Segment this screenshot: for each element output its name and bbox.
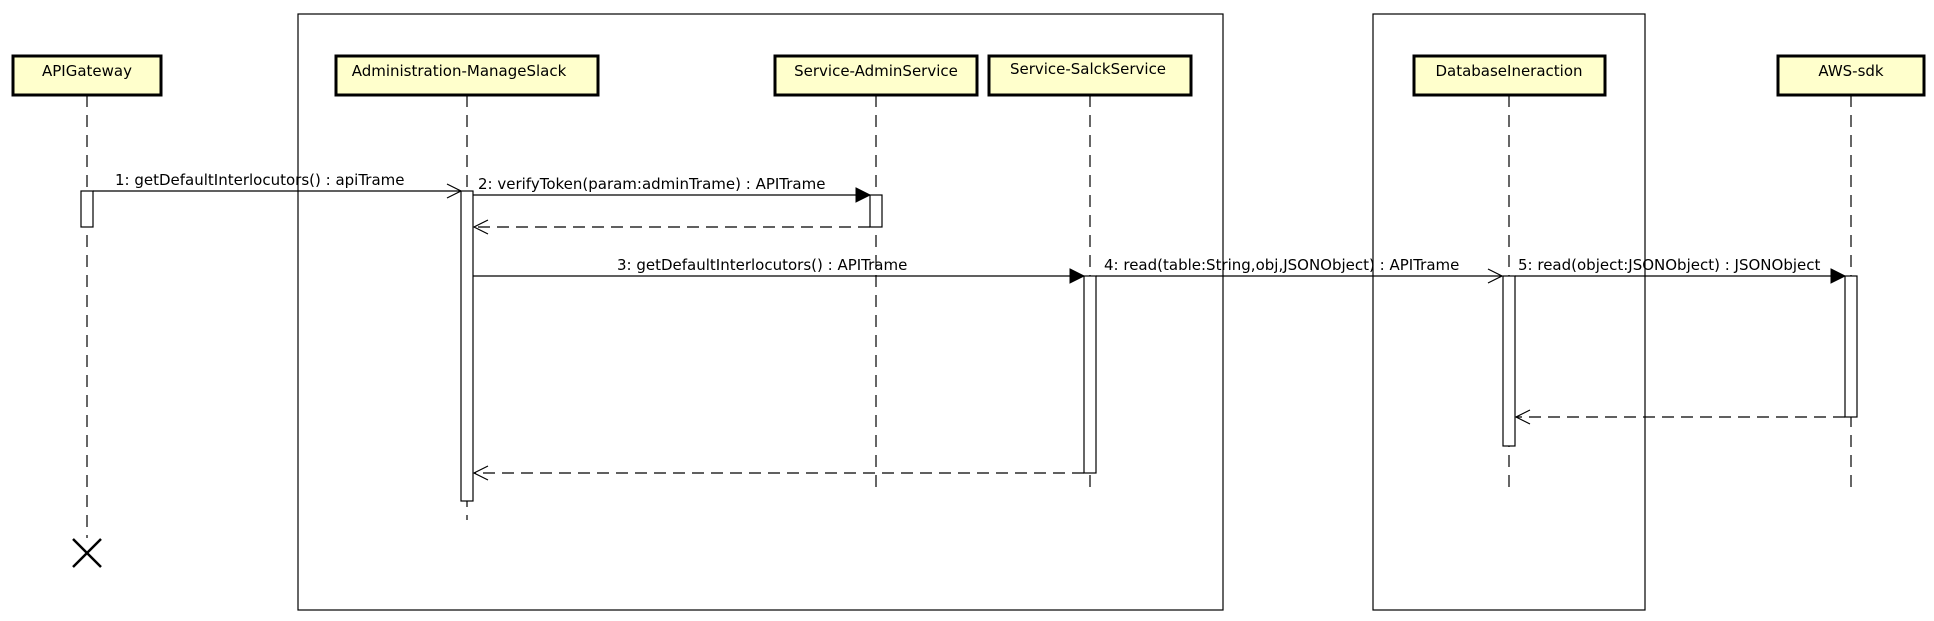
message-label: 2: verifyToken(param:adminTrame) : APITr… bbox=[478, 175, 825, 193]
activation-adminservice bbox=[869, 194, 883, 228]
lifeline-label: Service-SalckService bbox=[1010, 60, 1166, 78]
activation-apigateway bbox=[80, 190, 94, 228]
message-3: 3: getDefaultInterlocutors() : APITrame bbox=[473, 256, 1086, 284]
message-label: 3: getDefaultInterlocutors() : APITrame bbox=[617, 256, 907, 274]
lifeline-header-salckservice: Service-SalckService bbox=[987, 54, 1193, 97]
activation-salckservice bbox=[1083, 275, 1097, 474]
frame-administration bbox=[297, 13, 1224, 611]
return-message-salckservice bbox=[472, 465, 1084, 481]
lifeline-header-apigateway: APIGateway bbox=[11, 54, 163, 97]
lifeline-label: Administration-ManageSlack bbox=[352, 62, 567, 80]
message-5: 5: read(object:JSONObject) : JSONObject bbox=[1515, 256, 1847, 284]
return-message-adminservice bbox=[472, 219, 870, 235]
frame-database bbox=[1372, 13, 1646, 611]
message-label: 1: getDefaultInterlocutors() : apiTrame bbox=[115, 171, 404, 189]
activation-manageslack bbox=[460, 190, 474, 502]
lifeline-label: AWS-sdk bbox=[1818, 62, 1884, 80]
destroy-icon bbox=[72, 538, 102, 568]
lifeline-header-databaseineraction: DatabaseIneraction bbox=[1412, 54, 1607, 97]
lifeline-label: DatabaseIneraction bbox=[1435, 62, 1582, 80]
lifeline-label: Service-AdminService bbox=[794, 62, 958, 80]
message-4: 4: read(table:String,obj,JSONObject) : A… bbox=[1096, 256, 1504, 284]
activation-aws-sdk bbox=[1844, 275, 1858, 418]
activation-databaseineraction bbox=[1502, 275, 1516, 447]
lifeline-header-adminservice: Service-AdminService bbox=[773, 54, 979, 97]
message-2: 2: verifyToken(param:adminTrame) : APITr… bbox=[473, 175, 872, 203]
lifeline-label: APIGateway bbox=[42, 62, 132, 80]
return-message-aws-sdk bbox=[1514, 409, 1845, 425]
message-label: 5: read(object:JSONObject) : JSONObject bbox=[1518, 256, 1820, 274]
lifeline-header-manageslack: Administration-ManageSlack bbox=[334, 54, 600, 97]
message-label: 4: read(table:String,obj,JSONObject) : A… bbox=[1104, 256, 1459, 274]
lifeline-header-aws-sdk: AWS-sdk bbox=[1776, 54, 1926, 97]
message-1: 1: getDefaultInterlocutors() : apiTrame bbox=[93, 171, 463, 199]
